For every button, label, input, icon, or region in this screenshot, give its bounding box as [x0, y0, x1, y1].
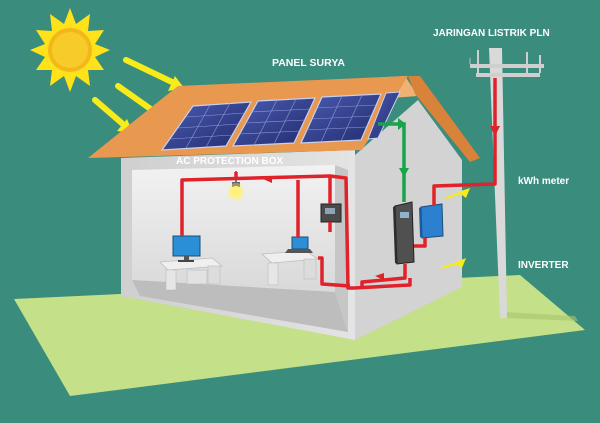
solar-panels: [160, 91, 401, 151]
green-arrow-down-icon: [399, 168, 409, 177]
red-arrow-left-icon: [263, 176, 272, 183]
desk-right: [261, 250, 320, 286]
ac-protection-box-icon: [320, 203, 342, 223]
label-inverter: INVERTER: [518, 260, 569, 271]
monitor-left-icon: [172, 235, 201, 262]
label-kwh-meter: kWh meter: [518, 176, 569, 187]
inverter-icon: [393, 201, 415, 265]
house-interior-floor: [132, 280, 348, 332]
label-panel-surya: PANEL SURYA: [272, 57, 345, 69]
laptop-icon: [285, 236, 313, 253]
pole-shadow: [503, 312, 578, 321]
desk-left: [159, 257, 224, 291]
red-arrow-down-icon: [490, 126, 500, 136]
label-jaringan-listrik: JARINGAN LISTRIK PLN: [433, 28, 550, 39]
roof-gable-trim: [408, 76, 480, 162]
kwh-meter-icon: [419, 203, 444, 239]
green-arrow-icon: [398, 118, 406, 130]
ground: [14, 275, 585, 396]
sun-icon: [30, 8, 110, 92]
red-arrow-left-icon-2: [375, 273, 384, 280]
yellow-arrow-inverter-line: [441, 261, 461, 269]
yellow-arrow-kwh-line: [445, 191, 465, 199]
label-ac-protection-box: AC PROTECTION BOX: [176, 156, 284, 167]
